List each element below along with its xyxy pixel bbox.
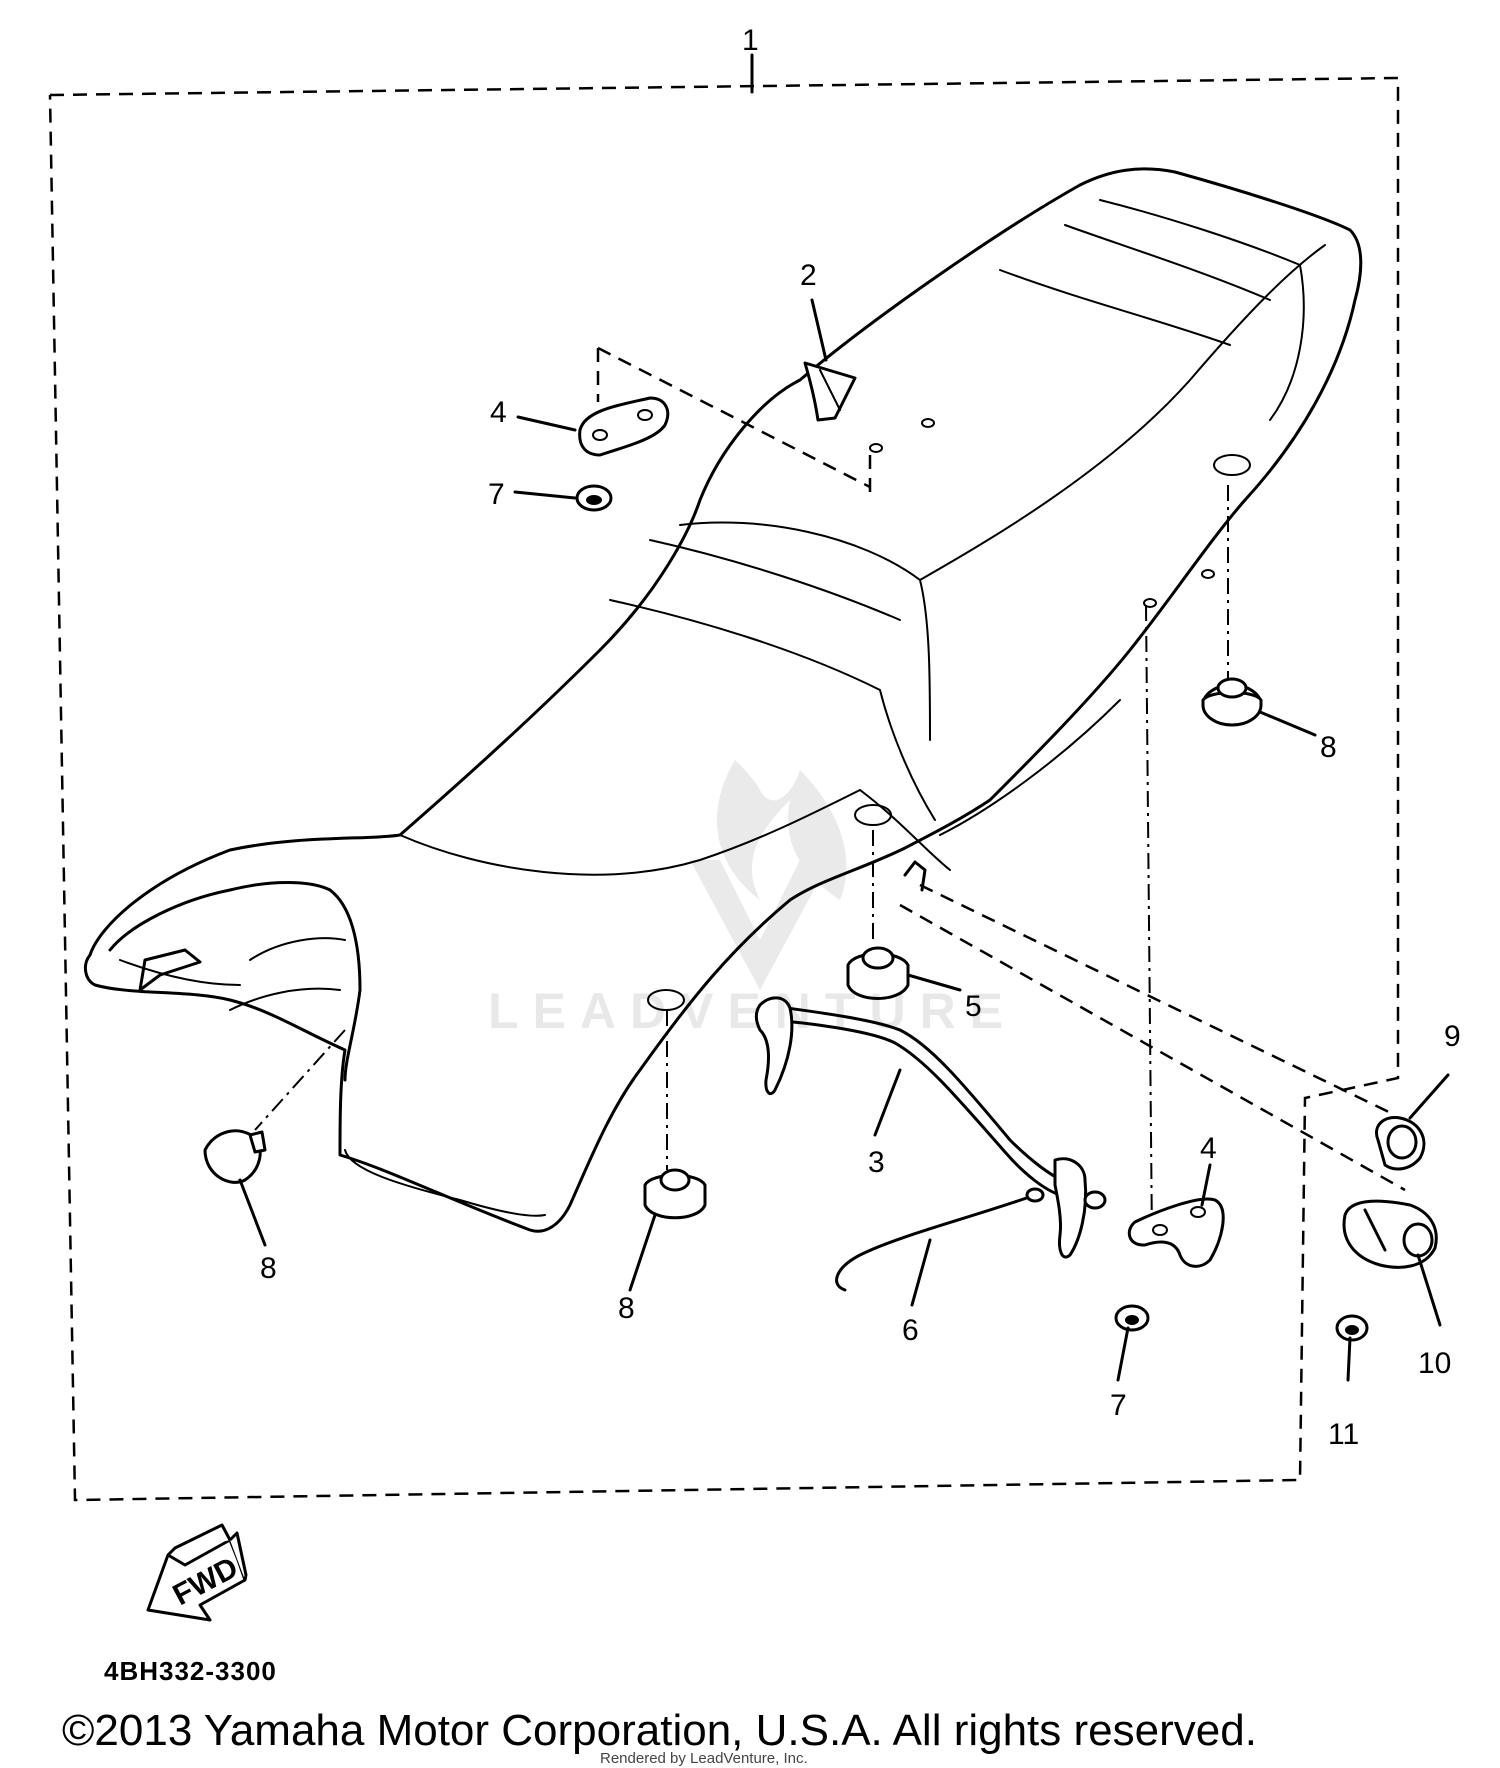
part-5-damper	[846, 946, 962, 1000]
part-code: 4BH332-3300	[104, 1656, 277, 1686]
part-6-cable	[835, 1187, 1045, 1307]
part-2-tape	[803, 298, 857, 422]
callout-11: 11	[1328, 1418, 1359, 1451]
callout-3: 3	[868, 1146, 885, 1179]
part-3-lock-rod	[754, 996, 1107, 1259]
callout-7-top: 7	[488, 478, 505, 511]
seat	[83, 167, 1363, 1233]
part-11-nut	[1335, 1314, 1369, 1382]
watermark-text: LEADVENTURE	[488, 983, 1018, 1039]
assembly-boundary	[48, 76, 1400, 1502]
callout-10: 10	[1418, 1347, 1451, 1380]
callout-8-center: 8	[618, 1292, 635, 1325]
fwd-arrow: FWD	[146, 1523, 248, 1622]
leader-4-right	[1145, 604, 1153, 1241]
callout-8-right: 8	[1320, 731, 1337, 764]
copyright-notice: ©2013 Yamaha Motor Corporation, U.S.A. A…	[62, 1706, 1257, 1755]
render-credit: Rendered by LeadVenture, Inc.	[600, 1750, 808, 1767]
callout-8-left: 8	[260, 1252, 277, 1285]
part-8-damper-right	[1201, 677, 1317, 737]
callout-6: 6	[902, 1314, 919, 1347]
part-7-nut-lower	[1114, 1304, 1150, 1382]
leader-8-left	[254, 1029, 346, 1131]
callout-2: 2	[800, 259, 817, 292]
part-7-nut-top	[513, 484, 613, 512]
part-8-damper-center	[628, 1168, 707, 1292]
callout-4-top: 4	[490, 396, 507, 429]
part-4-bracket-top	[516, 346, 872, 495]
callout-1: 1	[742, 24, 759, 57]
callout-9: 9	[1444, 1020, 1461, 1053]
part-4-bracket-lower	[1127, 1163, 1225, 1268]
part-9-grommet	[1375, 1073, 1450, 1171]
leader-9-10	[919, 883, 1396, 1117]
leader-9-b	[899, 903, 1406, 1192]
callout-5: 5	[965, 990, 982, 1023]
callout-4-lower: 4	[1200, 1132, 1217, 1165]
part-8-damper-left	[203, 1129, 267, 1247]
part-10-lock-cylinder	[1342, 1199, 1442, 1327]
watermark-logo	[690, 760, 847, 990]
callout-7-lower: 7	[1110, 1389, 1127, 1422]
